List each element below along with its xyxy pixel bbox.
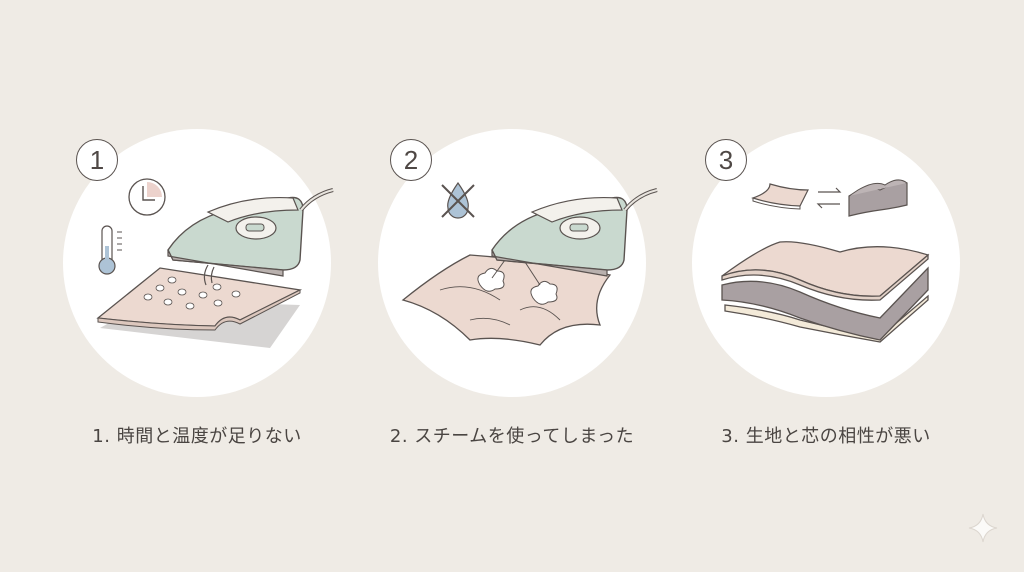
step-2-illustration [378,129,659,397]
swap-arrows-icon [816,187,842,209]
step-3-illustration [692,129,960,397]
step-1-illustration [63,129,335,397]
interfacing-block-icon [848,179,908,217]
step-3-number-badge: 3 [705,139,747,181]
thermometer-icon [98,225,122,275]
steam-icon [477,259,558,305]
step-1-caption: 1. 時間と温度が足りない [92,426,302,447]
step-3-caption: 3. 生地と芯の相性が悪い [721,426,931,447]
fabric-swatch-icon [751,183,809,210]
step-2-caption: 2. スチームを使ってしまった [389,426,635,447]
step-2-number-badge: 2 [390,139,432,181]
clock-icon [128,178,166,216]
fabric-icon [401,254,612,346]
layers-icon [721,241,930,343]
step-1-number-badge: 1 [76,139,118,181]
no-water-drop-icon [441,181,475,219]
sparkle-icon [968,513,998,543]
